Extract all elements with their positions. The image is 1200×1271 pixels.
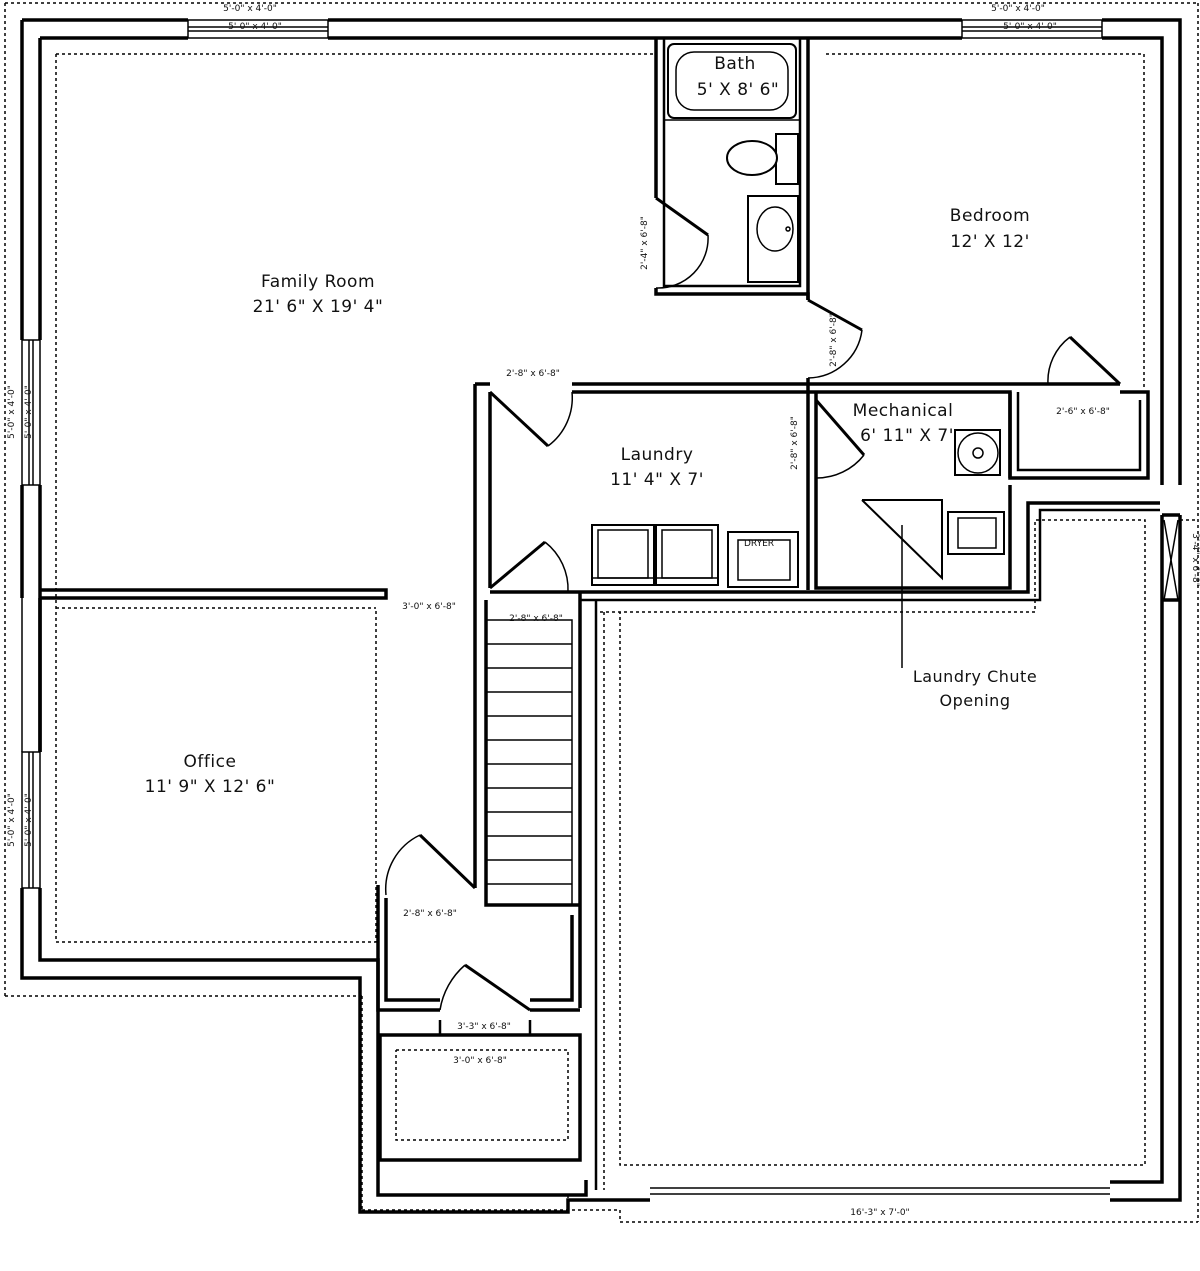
sink-bowl: [756, 206, 794, 252]
laundry-door-label: 2'-8" x 6'-8": [506, 369, 560, 379]
window-left-mid-inner: 5'-0" x 4'-0": [24, 385, 34, 439]
bedroom-door-label: 2'-8" x 6'-8": [829, 313, 839, 367]
utility-sink: [727, 531, 799, 588]
window-top-left-outer: 5'-0" x 4'-0": [223, 4, 277, 14]
bath-dims: 5' X 8' 6": [697, 80, 779, 100]
dryer: [655, 524, 719, 586]
water-heater: [957, 432, 999, 474]
window-left-low-inner: 5'-0" x 4'-0": [24, 793, 34, 847]
window-top-right-outer: 5'-0" x 4'-0": [991, 4, 1045, 14]
office-name: Office: [184, 752, 237, 772]
garage-door-label: 16'-3" x 7'-0": [850, 1208, 909, 1218]
laundry-dims: 11' 4" X 7': [610, 470, 704, 490]
closet-door-label: 2'-6" x 6'-8": [1056, 407, 1110, 417]
staircase: [485, 619, 573, 906]
size-labels: 2'-8" x 6'-8" 2'-6" x 6'-8" 3'-0" x 6'-8…: [7, 4, 1200, 1218]
mechanical-dims: 6' 11" X 7': [860, 426, 954, 446]
stair-door: [489, 540, 546, 590]
window-left-low-outer: 5'-0" x 4'-0": [7, 793, 17, 847]
exterior-walls: [20, 18, 1182, 1214]
interior-walls: [40, 38, 1180, 1195]
dryer-label: DRYER: [744, 539, 774, 549]
laundry-name: Laundry: [621, 445, 694, 465]
toilet-tank: [775, 133, 799, 185]
closet-door: [1068, 335, 1122, 386]
window-top-left-inner: 5'-0" x 4'-0": [228, 22, 282, 32]
entry-door-label: 3'-3" x 6'-8": [457, 1022, 511, 1032]
water-heater-frame: [954, 429, 1001, 476]
office-door-label: 2'-8" x 6'-8": [403, 909, 457, 919]
interior-dotted-lines: [55, 53, 1198, 1190]
laundry-chute-label-1: Laundry Chute: [913, 667, 1037, 686]
mechanical-name: Mechanical: [853, 401, 954, 421]
stair-door-label: 2'-8" x 6'-8": [509, 614, 563, 624]
doors: [384, 196, 1122, 1012]
bath-door: [655, 196, 709, 237]
toilet-bowl: [726, 140, 778, 176]
entry-door: [464, 963, 531, 1012]
mechanical-door: [814, 399, 866, 456]
laundry-chute-label-2: Opening: [940, 691, 1011, 710]
office-opening-label: 3'-0" x 6'-8": [402, 602, 456, 612]
vanity: [747, 195, 799, 283]
laundry-fixtures: DRYER: [591, 524, 799, 588]
right-side-door-label: 3'-4" x 6'-8": [1190, 533, 1200, 587]
bath-door-label: 2'-4" x 6'-8": [640, 216, 650, 270]
laundry-door: [488, 390, 550, 448]
family-room-name: Family Room: [261, 272, 375, 292]
entry-opening-label: 3'-0" x 6'-8": [453, 1056, 507, 1066]
office-door: [418, 833, 477, 890]
window-top-right-inner: 5'-0" x 4'-0": [1003, 22, 1057, 32]
family-room-dims: 21' 6" X 19' 4": [253, 297, 384, 317]
bath-name: Bath: [714, 54, 756, 74]
room-labels: Family Room 21' 6" X 19' 4" Bath 5' X 8'…: [145, 54, 1037, 797]
bedroom-door: [807, 298, 863, 332]
washer: [591, 524, 655, 586]
office-dims: 11' 9" X 12' 6": [145, 777, 276, 797]
window-left-mid-outer: 5'-0" x 4'-0": [7, 385, 17, 439]
mechanical-fixtures: [861, 429, 1005, 668]
bedroom-dims: 12' X 12': [950, 232, 1030, 252]
bathtub: [667, 43, 797, 119]
bath-fixtures: [664, 43, 800, 283]
mechanical-door-label: 2'-8" x 6'-8": [790, 416, 800, 470]
bedroom-name: Bedroom: [950, 206, 1030, 226]
